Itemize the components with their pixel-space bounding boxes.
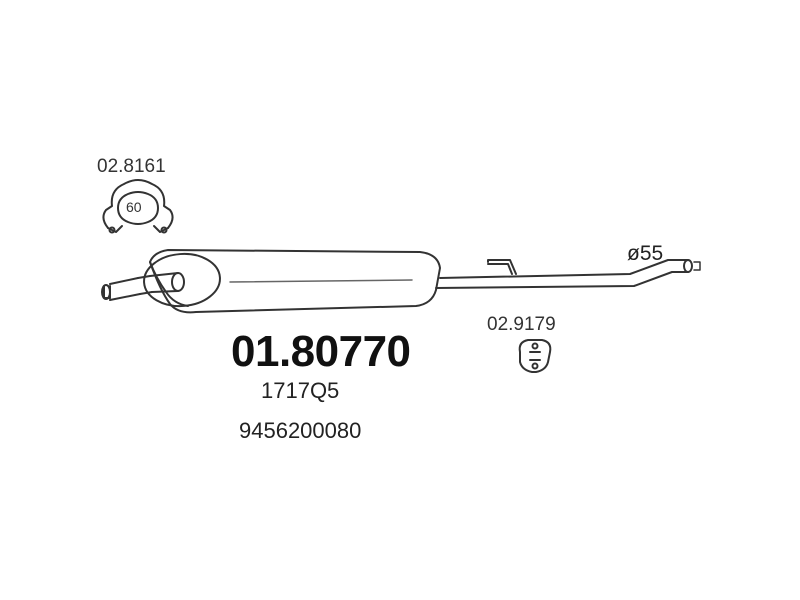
clamp-size: 60 (126, 199, 142, 215)
rubber-mount-icon (518, 339, 552, 373)
muffler-body (143, 249, 441, 314)
clamp-part-number: 02.8161 (97, 156, 166, 177)
oe-code: 1717Q5 (261, 378, 340, 403)
main-part-number: 01.80770 (231, 327, 411, 376)
oe-number: 9456200080 (239, 418, 362, 443)
inlet-pipe (101, 272, 185, 301)
clamp-icon (102, 179, 174, 234)
pipe-diameter-label: ø55 (627, 242, 664, 265)
tail-pipe (435, 259, 701, 289)
mount-part-number: 02.9179 (487, 314, 556, 335)
